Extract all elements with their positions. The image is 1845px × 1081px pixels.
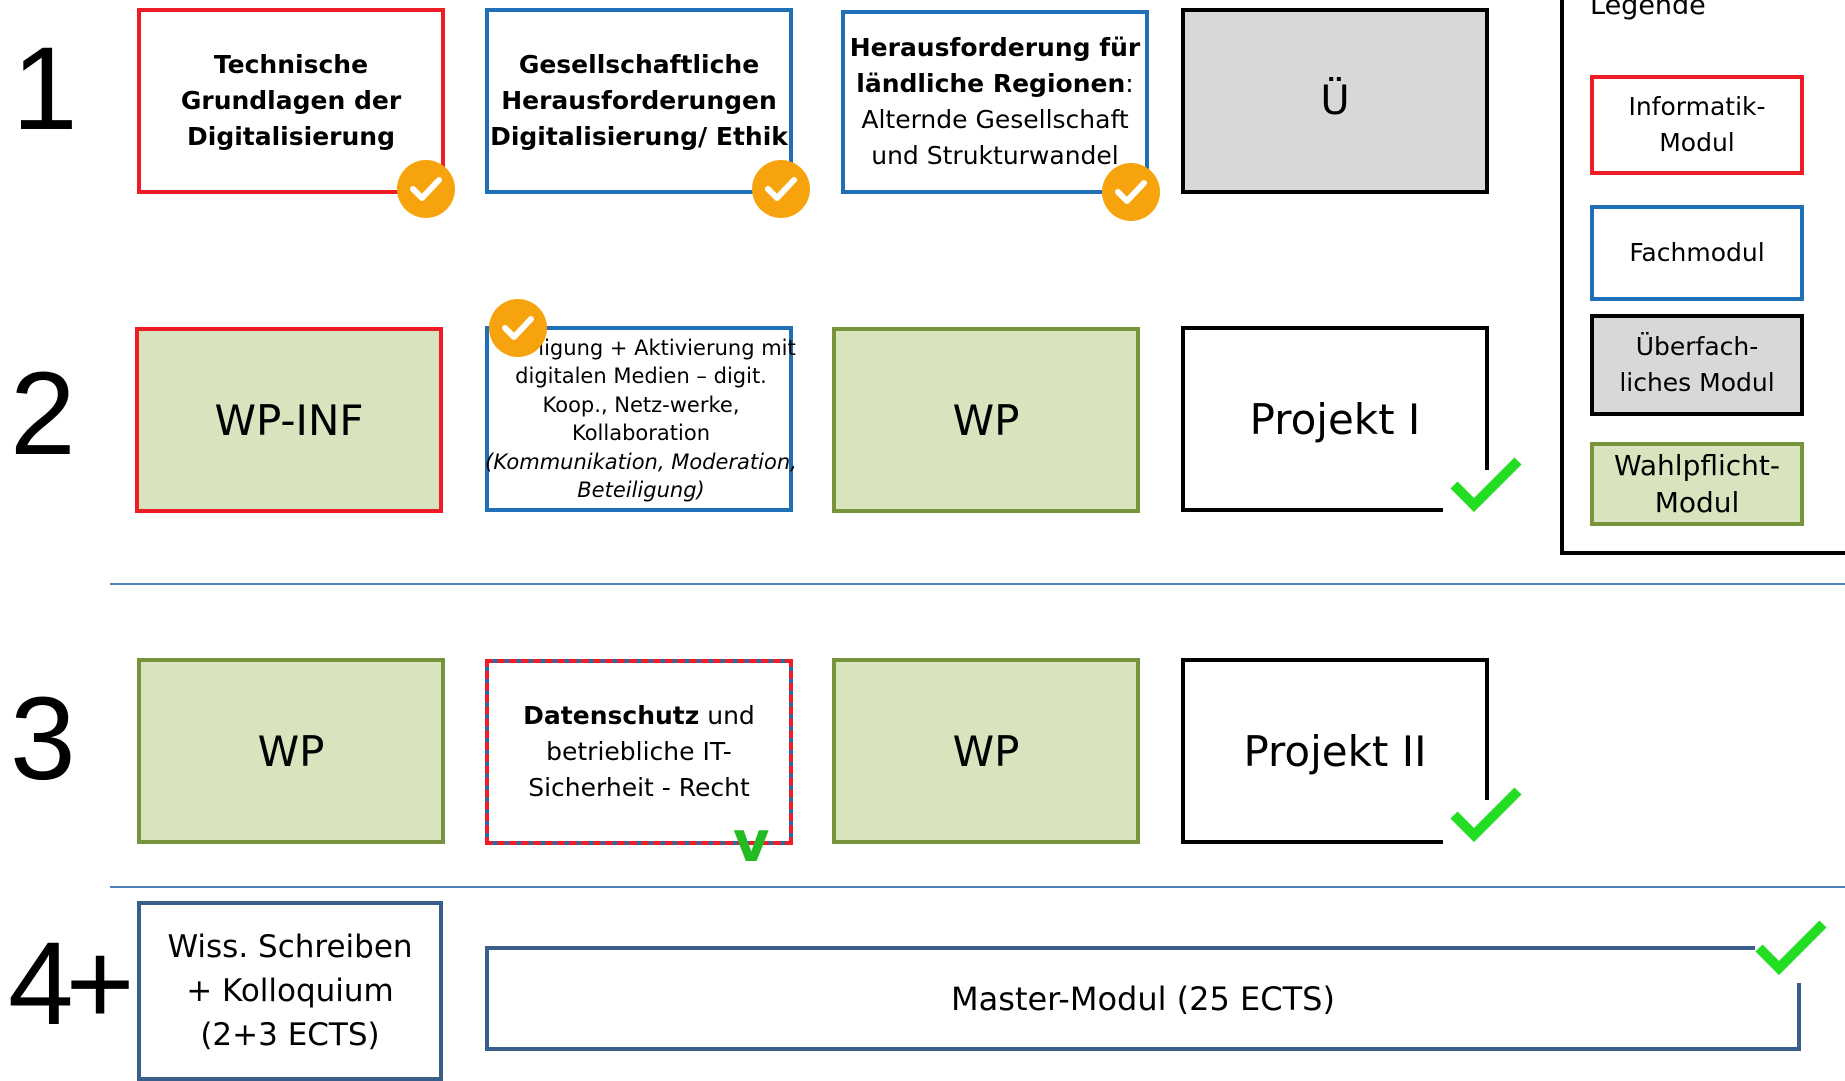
- module-text-line: Gesellschaftliche: [518, 50, 760, 79]
- legend-text-line: Informatik-: [1628, 92, 1766, 121]
- module-text-line: Beteiligung): [577, 478, 705, 502]
- module-text-line: Grundlagen der: [180, 86, 402, 115]
- module-label: Projekt I: [1249, 394, 1421, 444]
- legend-text-line: Modul: [1654, 486, 1740, 519]
- module-label: WP: [257, 726, 325, 776]
- legend-informatik-modul: Informatik- Modul: [1590, 75, 1804, 175]
- module-text-line: (Kommunikation, Moderation,: [485, 449, 797, 474]
- module-text-line: Herausforderung für: [849, 33, 1141, 62]
- module-laendliche-regionen: Herausforderung für ländliche Regionen: …: [841, 10, 1149, 194]
- module-label: WP-INF: [214, 395, 364, 445]
- module-text-line: Kollaboration: [571, 421, 711, 445]
- completed-badge-icon: [1102, 163, 1160, 221]
- legend-wahlpflicht-modul: Wahlpflicht- Modul: [1590, 442, 1804, 526]
- module-label: Ü: [1320, 78, 1350, 124]
- semester-divider: [110, 583, 1845, 585]
- module-text-line: + Kolloquium: [186, 973, 394, 1009]
- module-text-line: betriebliche IT-: [546, 737, 732, 766]
- legend-text-line: Fachmodul: [1629, 238, 1765, 267]
- legend-ueberfachliches-modul: Überfach- liches Modul: [1590, 314, 1804, 416]
- module-text-line: Digitalisierung: [187, 122, 395, 151]
- green-check-icon: [1450, 457, 1522, 513]
- module-wp-inf: WP-INF: [135, 327, 443, 513]
- legend-text-line: Wahlpflicht-: [1614, 449, 1780, 482]
- module-text-line: ländliche Regionen:: [850, 66, 1141, 102]
- module-projekt-2: Projekt II: [1181, 658, 1489, 844]
- module-text-line: Technische: [213, 50, 369, 79]
- semester-label-2: 2: [10, 348, 76, 480]
- module-text-line: Datenschutz und: [523, 698, 755, 734]
- module-wp: WP: [832, 327, 1140, 513]
- legend-text-line: Überfach-: [1635, 332, 1759, 361]
- module-text-line: Digitalisierung/ Ethik: [490, 122, 788, 151]
- module-wp-left: WP: [137, 658, 445, 844]
- module-ueberfachlich: Ü: [1181, 8, 1489, 194]
- semester-divider: [110, 886, 1845, 888]
- module-text-line: digitalen Medien – digit.: [515, 364, 767, 388]
- legend-text-line: liches Modul: [1619, 368, 1775, 397]
- semester-label-4plus: 4+: [8, 918, 135, 1050]
- green-check-icon: [1450, 787, 1522, 843]
- module-master-modul: Master-Modul (25 ECTS): [485, 946, 1801, 1051]
- module-text-line: Herausforderungen: [501, 86, 777, 115]
- module-label: Master-Modul (25 ECTS): [951, 979, 1335, 1018]
- module-text-rest: und: [699, 701, 755, 730]
- module-wiss-schreiben-kolloquium: Wiss. Schreiben + Kolloquium (2+3 ECTS): [137, 901, 443, 1081]
- module-text-bold: ländliche Regionen: [856, 69, 1126, 98]
- completed-badge-icon: [397, 160, 455, 218]
- legend-fachmodul: Fachmodul: [1590, 205, 1804, 301]
- module-label: WP: [952, 395, 1020, 445]
- module-text-line: Wiss. Schreiben: [167, 929, 413, 965]
- completed-badge-icon: [752, 160, 810, 218]
- module-text-line: Alternde Gesellschaft: [861, 105, 1129, 134]
- module-gesellschaftliche-herausforderungen: Gesellschaftliche Herausforderungen Digi…: [485, 8, 793, 194]
- green-v-mark: v: [733, 810, 770, 875]
- semester-label-1: 1: [12, 23, 78, 155]
- completed-badge-icon: [489, 299, 547, 357]
- module-text-bold: Datenschutz: [523, 701, 700, 730]
- module-projekt-1: Projekt I: [1181, 326, 1489, 512]
- module-text-colon: :: [1125, 69, 1134, 98]
- module-label: WP: [952, 726, 1020, 776]
- module-text-line: ligung + Aktivierung mit: [538, 335, 796, 360]
- module-datenschutz: Datenschutz und betriebliche IT- Sicherh…: [485, 659, 793, 845]
- module-wp-right: WP: [832, 658, 1140, 844]
- legend-title: Legende: [1590, 0, 1706, 21]
- module-text-line: (2+3 ECTS): [200, 1017, 380, 1053]
- module-text-line: Sicherheit - Recht: [528, 773, 750, 802]
- module-technische-grundlagen: Technische Grundlagen der Digitalisierun…: [137, 8, 445, 194]
- green-check-icon: [1755, 920, 1827, 976]
- module-text-line: Koop., Netz-werke,: [542, 392, 740, 417]
- module-text-line: und Strukturwandel: [871, 141, 1119, 170]
- legend-text-line: Modul: [1659, 128, 1735, 157]
- module-beteiligung-aktivierung: ligung + Aktivierung mit digitalen Medie…: [485, 326, 797, 512]
- semester-label-3: 3: [10, 673, 76, 805]
- module-label: Projekt II: [1243, 726, 1427, 776]
- legend-box: [1560, 0, 1845, 555]
